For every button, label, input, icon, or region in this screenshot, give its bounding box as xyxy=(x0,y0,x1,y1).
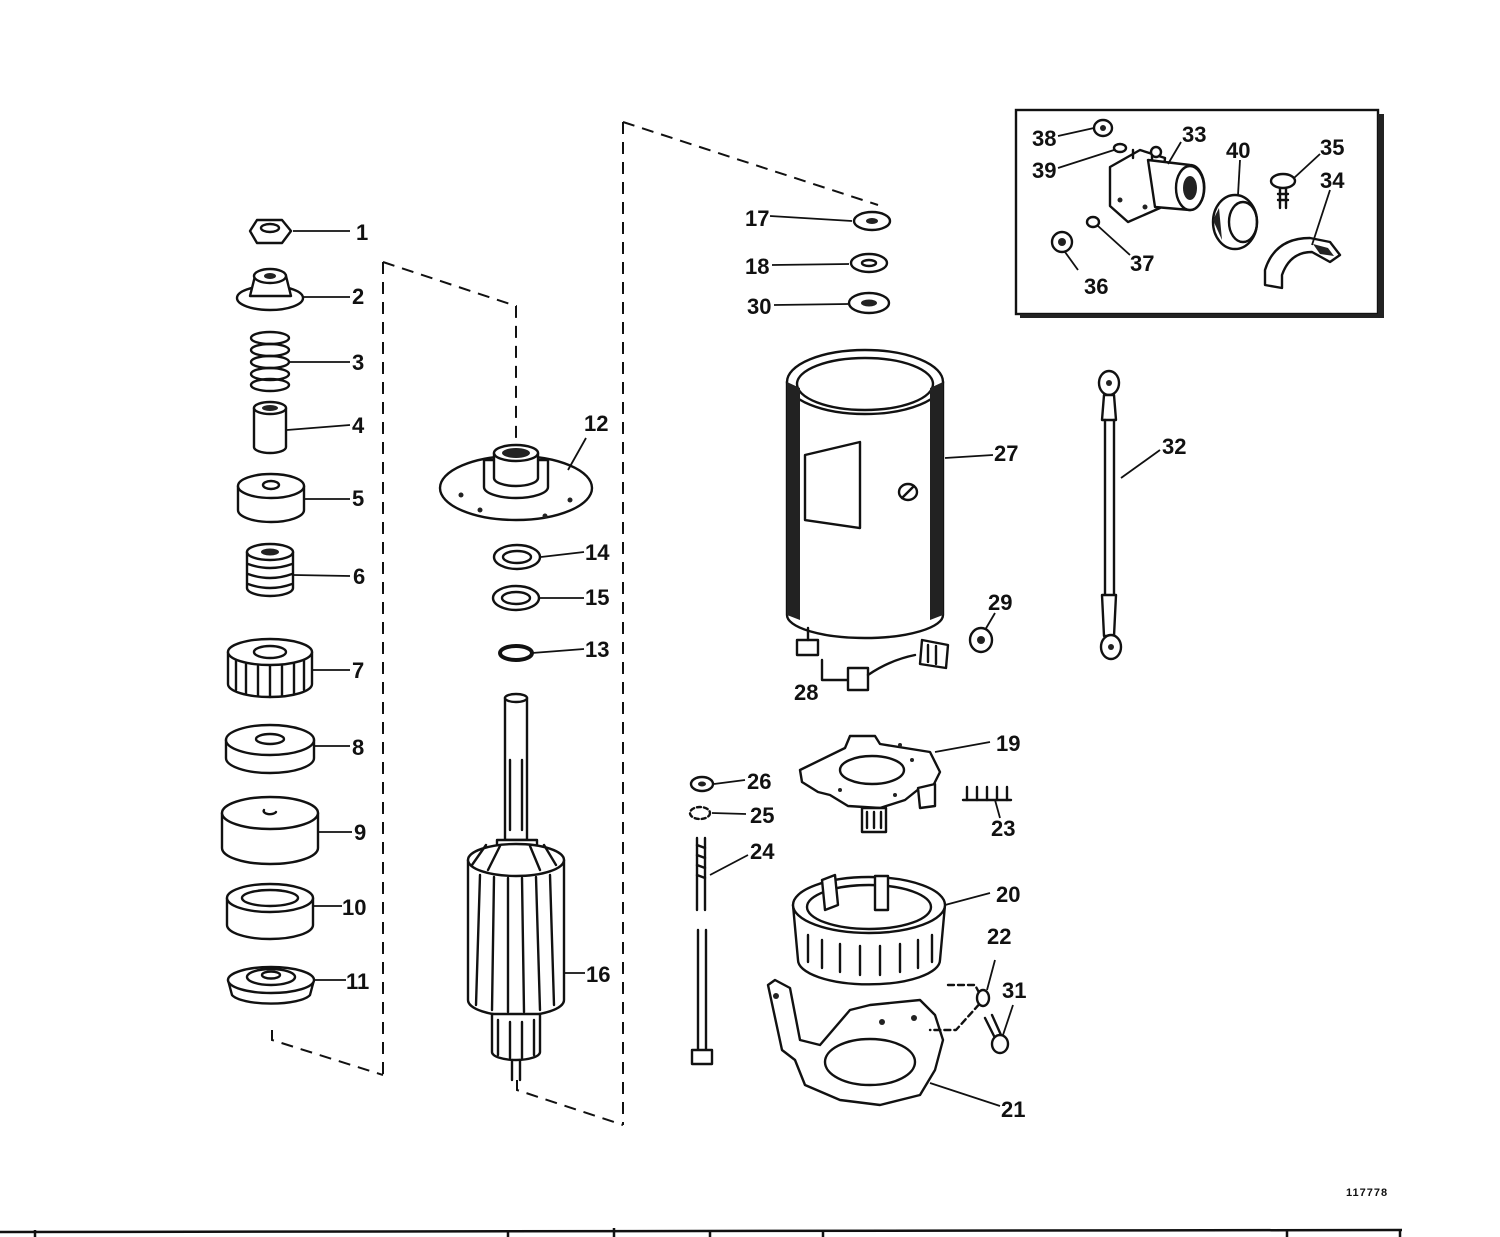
part-39-washer xyxy=(1112,142,1128,154)
part-2-cap xyxy=(235,267,305,312)
part-19-brush-plate xyxy=(798,734,942,834)
callout-8: 8 xyxy=(352,735,364,760)
callout-7: 7 xyxy=(352,658,364,683)
callout-27: 27 xyxy=(994,441,1018,466)
callout-14: 14 xyxy=(585,540,610,565)
callout-24: 24 xyxy=(750,839,775,864)
part-28-brush-lead xyxy=(795,626,950,692)
part-25-lockwasher xyxy=(688,805,712,821)
part-5-collar xyxy=(236,472,306,524)
part-36-nut xyxy=(1050,230,1074,254)
part-26-washer xyxy=(689,775,715,793)
callout-15: 15 xyxy=(585,585,609,610)
callout-37: 37 xyxy=(1130,251,1154,276)
callout-19: 19 xyxy=(996,731,1020,756)
callout-6: 6 xyxy=(353,564,365,589)
bottom-table-rule xyxy=(0,1228,1403,1237)
callout-32: 32 xyxy=(1162,434,1186,459)
part-32-battery-cable xyxy=(1097,369,1123,661)
callout-12: 12 xyxy=(584,411,608,436)
callout-4: 4 xyxy=(352,413,365,438)
callout-25: 25 xyxy=(750,803,774,828)
callout-33: 33 xyxy=(1182,122,1206,147)
callout-28: 28 xyxy=(794,680,818,705)
part-31-screw xyxy=(983,1013,1010,1055)
callout-3: 3 xyxy=(352,350,364,375)
callout-labels: 1 2 3 4 5 6 7 8 9 10 11 12 14 15 13 16 1… xyxy=(342,122,1345,1122)
part-13-o-ring xyxy=(498,644,534,662)
part-33-solenoid xyxy=(1108,145,1206,224)
part-40-boot xyxy=(1211,193,1259,251)
callout-29: 29 xyxy=(988,590,1012,615)
callout-35: 35 xyxy=(1320,135,1344,160)
callout-26: 26 xyxy=(747,769,771,794)
solenoid-inset-box xyxy=(1014,108,1384,318)
callout-10: 10 xyxy=(342,895,366,920)
part-1-nut xyxy=(248,218,293,245)
part-34-mounting-clamp xyxy=(1263,236,1342,290)
callout-36: 36 xyxy=(1084,274,1108,299)
part-12-end-plate xyxy=(438,443,594,522)
assembly-guide-lines xyxy=(271,121,879,1126)
part-37-washer xyxy=(1085,215,1101,229)
callout-38: 38 xyxy=(1032,126,1056,151)
part-38-nut xyxy=(1092,118,1114,138)
callout-1: 1 xyxy=(356,220,368,245)
part-22-lockwasher xyxy=(928,983,991,1032)
part-15-seal-ring xyxy=(491,584,541,612)
callout-34: 34 xyxy=(1320,168,1345,193)
callout-9: 9 xyxy=(354,820,366,845)
figure-number: 117778 xyxy=(1346,1187,1388,1199)
callout-5: 5 xyxy=(352,486,364,511)
part-27-motor-frame xyxy=(785,348,945,640)
part-24-through-bolt xyxy=(690,836,714,1066)
part-23-rivets xyxy=(961,785,1013,802)
part-7-pinion-gear xyxy=(226,637,314,699)
part-3-spring xyxy=(249,330,291,393)
callout-39: 39 xyxy=(1032,158,1056,183)
part-17-washer xyxy=(852,210,892,232)
part-30-washer xyxy=(847,291,891,315)
callout-11: 11 xyxy=(346,969,369,994)
leader-lines xyxy=(286,127,1331,1107)
part-4-sleeve xyxy=(252,400,288,455)
callout-40: 40 xyxy=(1226,138,1250,163)
callout-22: 22 xyxy=(987,924,1011,949)
callout-13: 13 xyxy=(585,637,609,662)
part-18-washer xyxy=(849,252,889,274)
callout-17: 17 xyxy=(745,206,769,231)
part-6-threaded-sleeve xyxy=(245,542,295,598)
callout-23: 23 xyxy=(991,816,1015,841)
callout-31: 31 xyxy=(1002,978,1026,1003)
part-8-washer xyxy=(224,723,316,775)
part-14-seal-ring xyxy=(492,543,542,571)
part-11-end-cup xyxy=(226,965,316,1005)
part-16-armature xyxy=(466,692,566,1082)
callout-21: 21 xyxy=(1001,1097,1025,1122)
part-35-screw xyxy=(1269,172,1297,210)
part-21-mounting-bracket xyxy=(766,978,945,1107)
part-9-thrust-washer xyxy=(220,795,320,866)
callout-20: 20 xyxy=(996,882,1020,907)
callout-16: 16 xyxy=(586,962,610,987)
part-10-spacer-ring xyxy=(225,882,315,941)
callout-2: 2 xyxy=(352,284,364,309)
callout-18: 18 xyxy=(745,254,769,279)
part-20-brush-holder-ring xyxy=(791,873,947,986)
callout-30: 30 xyxy=(747,294,771,319)
part-29-nut xyxy=(968,626,994,654)
